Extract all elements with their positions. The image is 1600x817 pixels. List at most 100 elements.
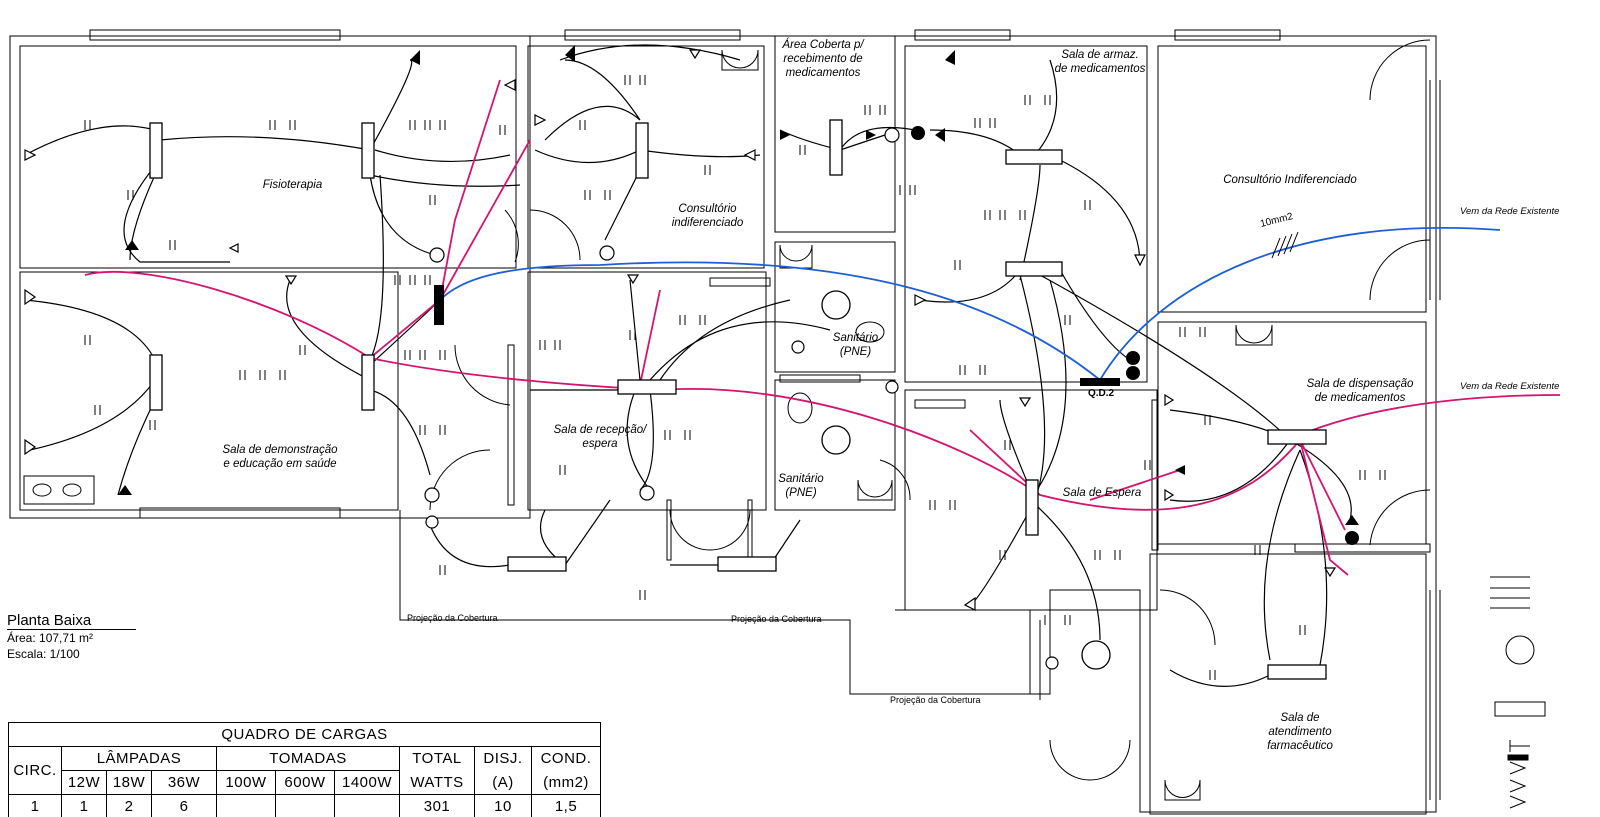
row-watts: 301 [399,794,475,817]
room-demonstracao: Sala de demonstração e educação em saúde [222,444,338,470]
emergency-light [911,126,925,140]
circuit-runs-left [24,44,761,496]
wall-sala-armaz [904,45,1148,383]
washbasin-3 [857,479,893,501]
fixture-18w [717,556,777,572]
emergency-light [1345,531,1359,545]
switch [639,485,655,501]
fixture-36w [149,354,163,411]
fixture-36w [829,119,843,176]
wall-recepcao [527,271,767,511]
room-area-coberta: Área Coberta p/ recebimento de medicamen… [782,39,864,79]
circuit-runs-middle [429,59,1352,687]
washbasin-4 [1235,324,1273,346]
switch [791,340,805,354]
fixture-36w [1025,479,1039,536]
switch [1045,656,1059,670]
sub-12w: 12W [61,770,107,795]
feeder-blue [439,226,1501,382]
projection-label: Projeção da Cobertura [890,695,981,705]
switch [429,247,445,263]
door-leaf-4 [1151,399,1159,551]
fixture-36w [1005,261,1063,277]
panel-qd2 [1080,378,1120,386]
col-circ: CIRC. [8,746,62,795]
legend-fixture-rect [1494,701,1546,717]
plan-info: Planta Baixa Área: 107,71 m² Escala: 1/1… [7,612,137,662]
wall-consultorio-large [1157,45,1427,313]
row-100w [216,794,276,817]
switch [884,127,900,143]
sub-1400w: 1400W [334,770,400,795]
wall-sanitario-2 [774,379,896,511]
fixture-36w [617,379,677,395]
load-table-title: QUADRO DE CARGAS [8,722,601,747]
circuit-tick-marks [84,75,1386,680]
row-mm2: 1,5 [531,794,601,817]
wall-consultorio-small [527,45,765,269]
col-disj: DISJ. [474,746,532,771]
wall-demonstracao [19,271,399,511]
room-recepcao: Sala de recepção/ espera [553,424,647,450]
sub-mm2: (mm2) [531,770,601,795]
door-leaf-1 [507,344,515,506]
feed-label: Vem da Rede Existente [1460,206,1560,217]
door-leaf-2 [666,499,672,561]
row-circ: 1 [8,794,62,817]
toilet-1 [855,321,885,343]
sub-amps: (A) [474,770,532,795]
fixture-36w [1005,149,1063,165]
fixture-36w [361,354,375,411]
fixture-36w [1267,429,1327,445]
legend-panel [1507,754,1529,761]
sink-1 [32,483,52,497]
door-arcs [429,39,1431,781]
fixture-12w [821,425,851,455]
panel-label: Q.D.2 [1088,388,1115,399]
col-lamps: LÂMPADAS [61,746,217,771]
sink-counter [23,475,95,505]
col-cond: COND. [531,746,601,771]
row-amps: 10 [474,794,532,817]
fixture-12w [821,290,851,320]
wall-lower-corridor [400,609,1041,700]
legend-symbols [1509,740,1530,809]
emergency-light [1126,351,1140,365]
wall-sanitario-1 [774,241,896,373]
legend-lines [1490,576,1530,609]
toilet-2 [787,392,813,424]
load-table: QUADRO DE CARGAS CIRC. LÂMPADAS TOMADAS … [8,722,601,817]
panel-box [434,285,444,325]
outlet-symbols [24,49,1337,611]
row-36w: 6 [151,794,217,817]
col-outlets: TOMADAS [216,746,400,771]
switch [599,245,615,261]
sub-18w: 18W [106,770,152,795]
room-sanitario-2: Sanitário (PNE) [778,473,824,499]
windows [89,29,1441,800]
room-sala-espera: Sala de Espera [1062,487,1142,499]
row-600w [275,794,335,817]
room-fisioterapia: Fisioterapia [262,179,323,191]
plan-scale: Escala: 1/100 [7,647,80,661]
room-sanitario-1: Sanitário (PNE) [832,332,879,358]
washbasin-5 [1164,779,1201,801]
sub-36w: 36W [151,770,217,795]
wire-gauge-hatch [1271,231,1299,259]
projection-label: Projeção da Cobertura [407,613,498,623]
switch [424,487,440,503]
washbasin-1 [721,49,759,71]
plan-area: Área: 107,71 m² [7,631,94,645]
door-leaf-3 [747,499,753,561]
washbasin-2 [779,244,813,269]
feed-label: Vem da Rede Existente [1460,381,1560,392]
fixture-36w [1267,664,1327,680]
fixture-36w [635,122,649,179]
room-sala-armaz: Sala de armaz. de medicamentos [1054,49,1146,75]
wall-sala-espera [904,389,1158,611]
room-atendimento: Sala de atendimento farmacêutico [1267,712,1333,752]
sink-2 [62,483,82,497]
grab-bars [709,277,966,409]
fixture-36w [361,122,375,179]
